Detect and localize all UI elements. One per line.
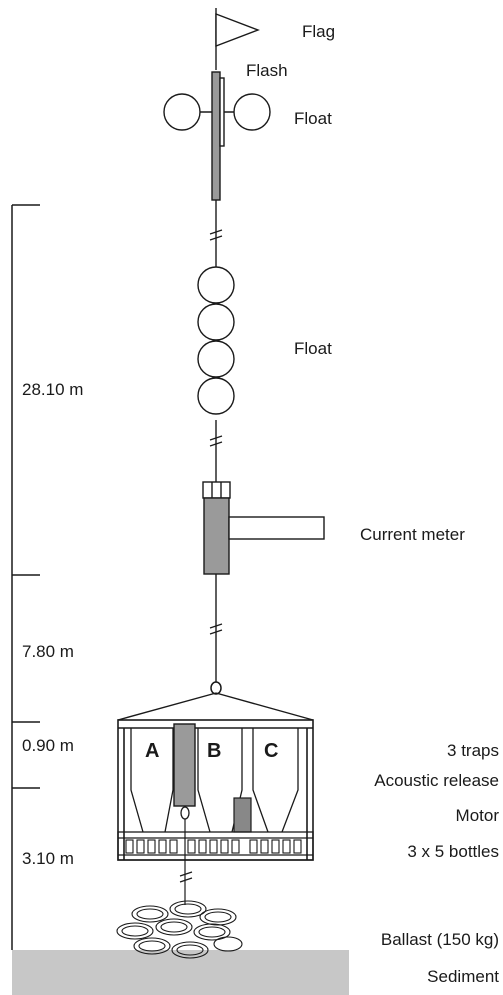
bottle-slot <box>198 839 207 854</box>
bottle-slot <box>231 839 240 854</box>
depth-label-1: 28.10 m <box>22 380 84 399</box>
label-flash: Flash <box>246 61 288 80</box>
subsurface-floats <box>197 266 235 415</box>
bottle-slot <box>260 839 269 854</box>
label-traps: 3 traps <box>447 741 499 760</box>
depth-label-2: 7.80 m <box>22 642 74 661</box>
trap-letter-b: B <box>207 740 222 762</box>
label-float-mid: Float <box>294 339 332 358</box>
bottles <box>125 839 302 854</box>
bridle <box>117 692 314 721</box>
depth-scale <box>11 204 40 950</box>
flag-icon <box>215 12 260 48</box>
current-meter <box>202 481 325 575</box>
depth-label-4: 3.10 m <box>22 849 74 868</box>
label-float-top: Float <box>294 109 332 128</box>
bottle-slot <box>147 839 156 854</box>
trap-letter-a: A <box>145 740 160 762</box>
bottle-slot <box>293 839 302 854</box>
bottle-slot <box>136 839 145 854</box>
motor <box>233 797 252 833</box>
cable-break-marks <box>179 229 223 883</box>
sediment-layer <box>12 950 349 995</box>
trap-letter-c: C <box>264 740 279 762</box>
label-ballast: Ballast (150 kg) <box>380 930 499 949</box>
label-motor: Motor <box>455 806 499 825</box>
bottle-slot <box>158 839 167 854</box>
acoustic-release <box>173 723 196 807</box>
bottle-slot <box>220 839 229 854</box>
bottle-carousel <box>117 831 314 861</box>
label-current-meter: Current meter <box>360 525 465 544</box>
bottle-slot <box>282 839 291 854</box>
shackle <box>210 681 222 695</box>
bottle-slot <box>187 839 196 854</box>
surface-float <box>163 71 271 201</box>
ballast-chains <box>116 900 243 959</box>
bottle-slot <box>249 839 258 854</box>
bottle-slot <box>125 839 134 854</box>
label-sediment: Sediment <box>427 967 499 986</box>
bottle-slot <box>209 839 218 854</box>
label-acoustic-release: Acoustic release <box>374 771 499 790</box>
label-bottles: 3 x 5 bottles <box>407 842 499 861</box>
bottle-slot <box>271 839 280 854</box>
depth-label-3: 0.90 m <box>22 736 74 755</box>
flash-light <box>219 77 225 147</box>
bottle-slot <box>169 839 178 854</box>
trap-frame <box>117 719 314 861</box>
label-flag: Flag <box>302 22 336 41</box>
release-hook <box>180 806 190 820</box>
